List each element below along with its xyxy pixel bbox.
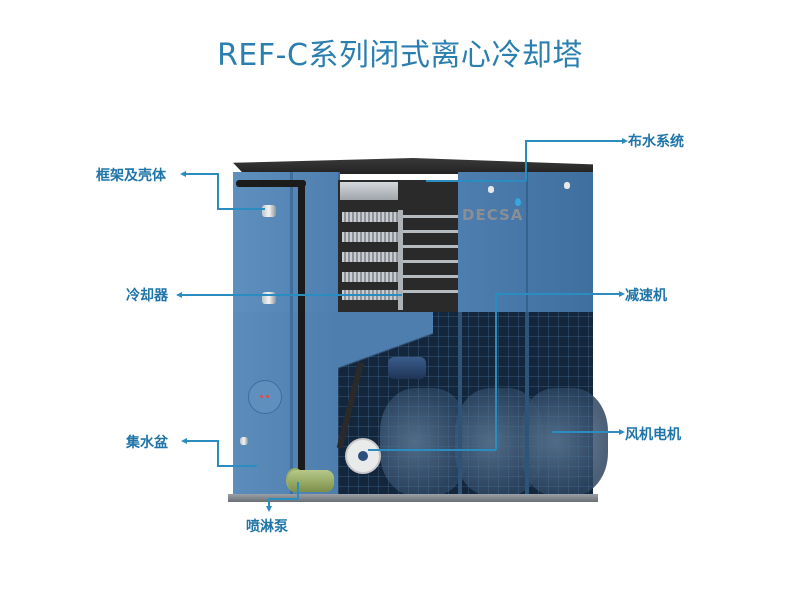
inlet-nozzle [262, 205, 276, 217]
leader-line [495, 293, 497, 450]
spray-pipe-vertical [298, 182, 305, 482]
label-frame-shell: 框架及壳体 [96, 168, 166, 184]
fan-housing [380, 388, 468, 496]
fan-housing [520, 388, 608, 496]
label-spray-pump: 喷淋泵 [246, 519, 288, 535]
coil-tube [342, 212, 402, 222]
casing-right-upper [458, 172, 593, 312]
spray-pipe-horizontal [236, 180, 306, 187]
brand-logo: DECSA [462, 206, 524, 224]
spray-pump [288, 470, 334, 492]
leader-line [268, 498, 270, 506]
coil-plate [400, 275, 458, 278]
arrow-icon [181, 438, 187, 444]
leader-line [368, 449, 496, 451]
leader-line [217, 440, 219, 466]
coil-tube [342, 252, 402, 262]
leader-line [297, 482, 299, 499]
leader-line [217, 465, 257, 467]
frame-post [458, 312, 462, 497]
label-water-distribution: 布水系统 [628, 134, 684, 150]
lifting-lug [564, 182, 570, 189]
coil-plate [400, 260, 458, 263]
leader-line [495, 293, 619, 295]
label-fan-motor: 风机电机 [625, 427, 681, 443]
coil-plate [400, 245, 458, 248]
base-frame [228, 494, 598, 502]
casing-left-upper [233, 172, 340, 312]
coil-tube [342, 272, 402, 282]
label-reducer: 减速机 [625, 288, 667, 304]
leader-line [525, 140, 527, 181]
leader-line [217, 208, 265, 210]
label-cooler: 冷却器 [126, 288, 168, 304]
label-basin: 集水盆 [126, 435, 168, 451]
leader-line [525, 140, 622, 142]
leader-line [182, 294, 402, 296]
leader-line [426, 180, 526, 182]
arrow-icon [176, 292, 182, 298]
leader-line [268, 498, 298, 500]
indicator-dot [266, 395, 269, 398]
arrow-icon [266, 506, 272, 512]
water-drop-icon [515, 198, 521, 206]
pulley [345, 438, 381, 474]
leader-line [187, 440, 218, 442]
inlet-slope-panel [338, 312, 433, 392]
pulley-hub [358, 451, 368, 461]
leader-line [217, 173, 219, 209]
arrow-icon [619, 291, 625, 297]
arrow-icon [619, 429, 625, 435]
panel-seam [526, 172, 528, 312]
lifting-lug [488, 186, 494, 193]
arrow-icon [622, 138, 628, 144]
coil-frame [398, 210, 403, 310]
coil-tube [342, 232, 402, 242]
frame-post [290, 172, 293, 497]
arrow-icon [180, 171, 186, 177]
water-distribution-tray [340, 182, 398, 200]
leader-line [552, 431, 619, 433]
coil-plate [400, 290, 458, 293]
basin-fitting [240, 437, 248, 445]
fan-motor [388, 357, 426, 379]
indicator-dot [260, 395, 263, 398]
frame-post [525, 312, 529, 497]
leader-line [186, 173, 218, 175]
page-title: REF-C系列闭式离心冷却塔 [217, 38, 583, 73]
coil-plate [400, 230, 458, 233]
access-hatch [248, 380, 282, 414]
tower-roof [233, 158, 593, 174]
coil-plate [400, 215, 458, 218]
